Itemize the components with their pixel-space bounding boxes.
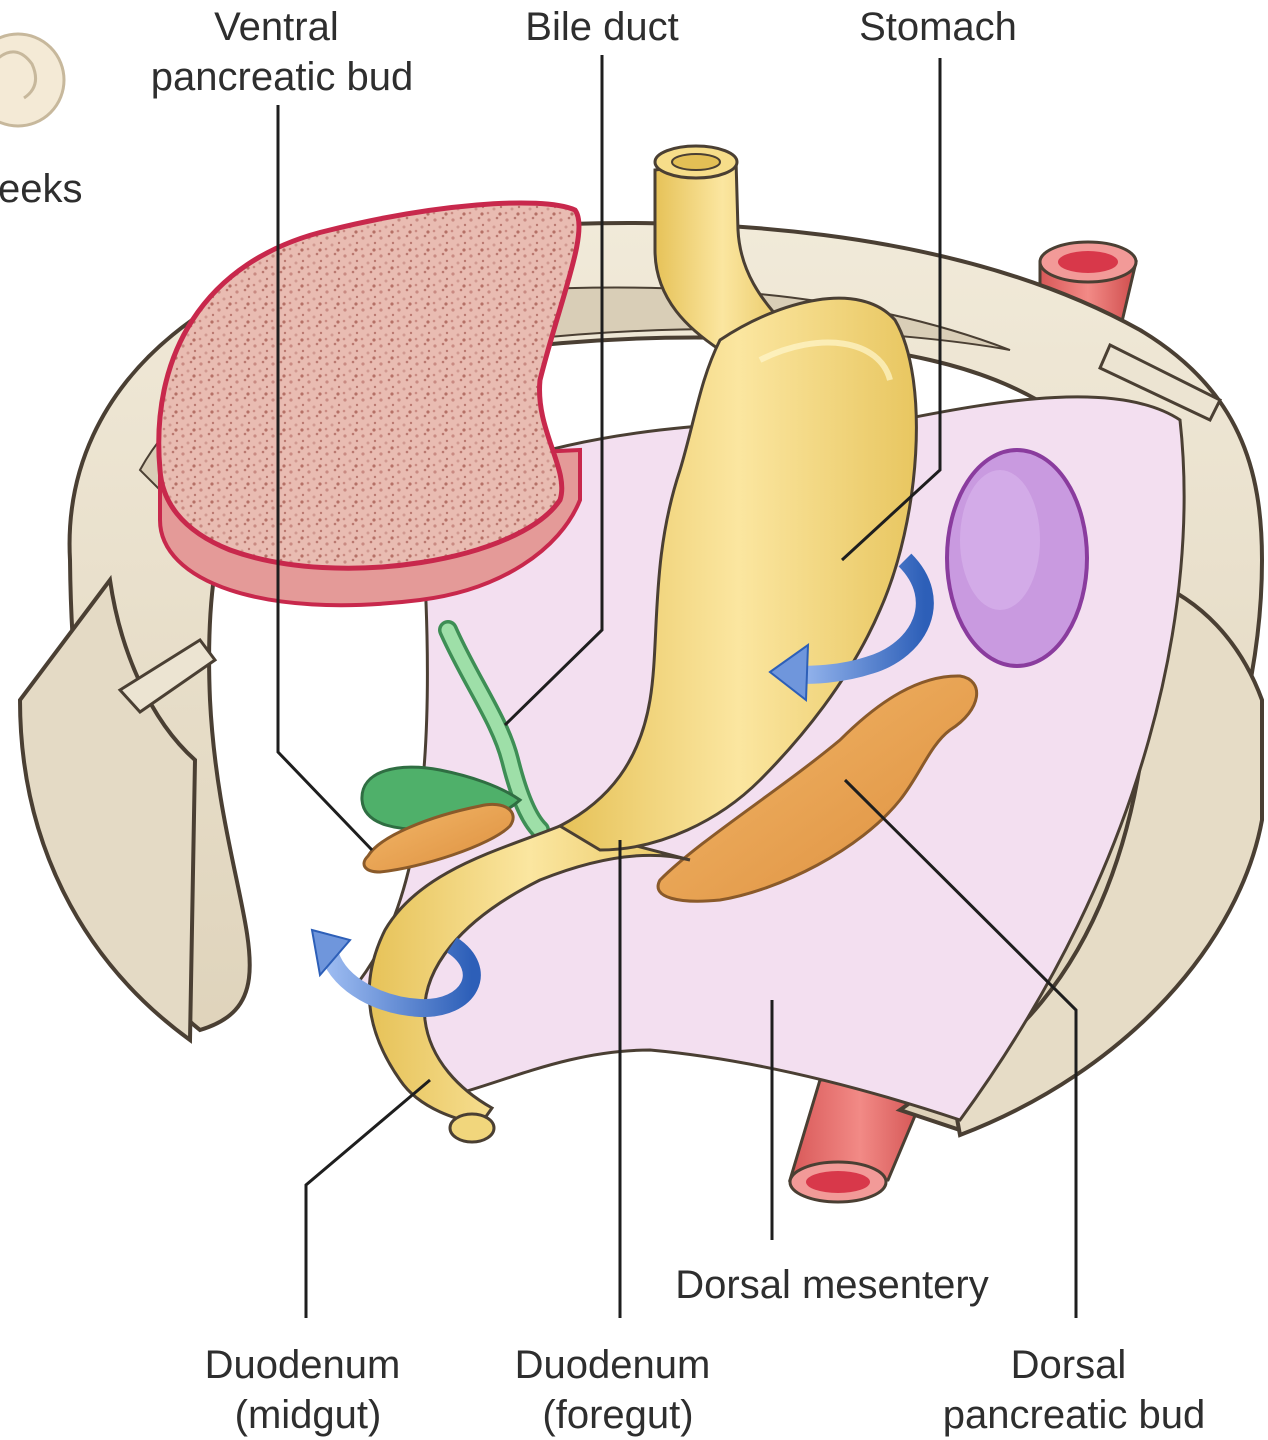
label-stomach: Stomach bbox=[859, 5, 1017, 49]
label-duodenum-foregut-line1: Duodenum bbox=[515, 1343, 711, 1387]
label-duodenum-midgut-line2: (midgut) bbox=[235, 1393, 382, 1437]
liver bbox=[159, 203, 580, 605]
label-duodenum-foregut-line2: (foregut) bbox=[542, 1393, 693, 1437]
label-weeks-fragment: eeks bbox=[0, 167, 83, 211]
label-dorsal-pancreatic-bud-line2: pancreatic bud bbox=[943, 1393, 1205, 1437]
label-ventral-pancreatic-bud-line2: pancreatic bud bbox=[151, 55, 413, 99]
label-ventral-pancreatic-bud-line1: Ventral bbox=[214, 5, 339, 49]
label-dorsal-mesentery: Dorsal mesentery bbox=[675, 1263, 988, 1307]
leader-duodenum-midgut bbox=[306, 1080, 430, 1318]
label-bile-duct: Bile duct bbox=[525, 5, 678, 49]
label-dorsal-pancreatic-bud-line1: Dorsal bbox=[1011, 1343, 1127, 1387]
label-duodenum-midgut-line1: Duodenum bbox=[205, 1343, 401, 1387]
label-duodenum-foregut: Duodenum (foregut) bbox=[515, 1343, 722, 1437]
label-ventral-pancreatic-bud: Ventral pancreatic bud bbox=[151, 5, 413, 99]
label-dorsal-pancreatic-bud: Dorsal pancreatic bud bbox=[943, 1343, 1205, 1437]
embryo-thumbnail-icon bbox=[0, 34, 64, 126]
label-duodenum-midgut: Duodenum (midgut) bbox=[205, 1343, 412, 1437]
